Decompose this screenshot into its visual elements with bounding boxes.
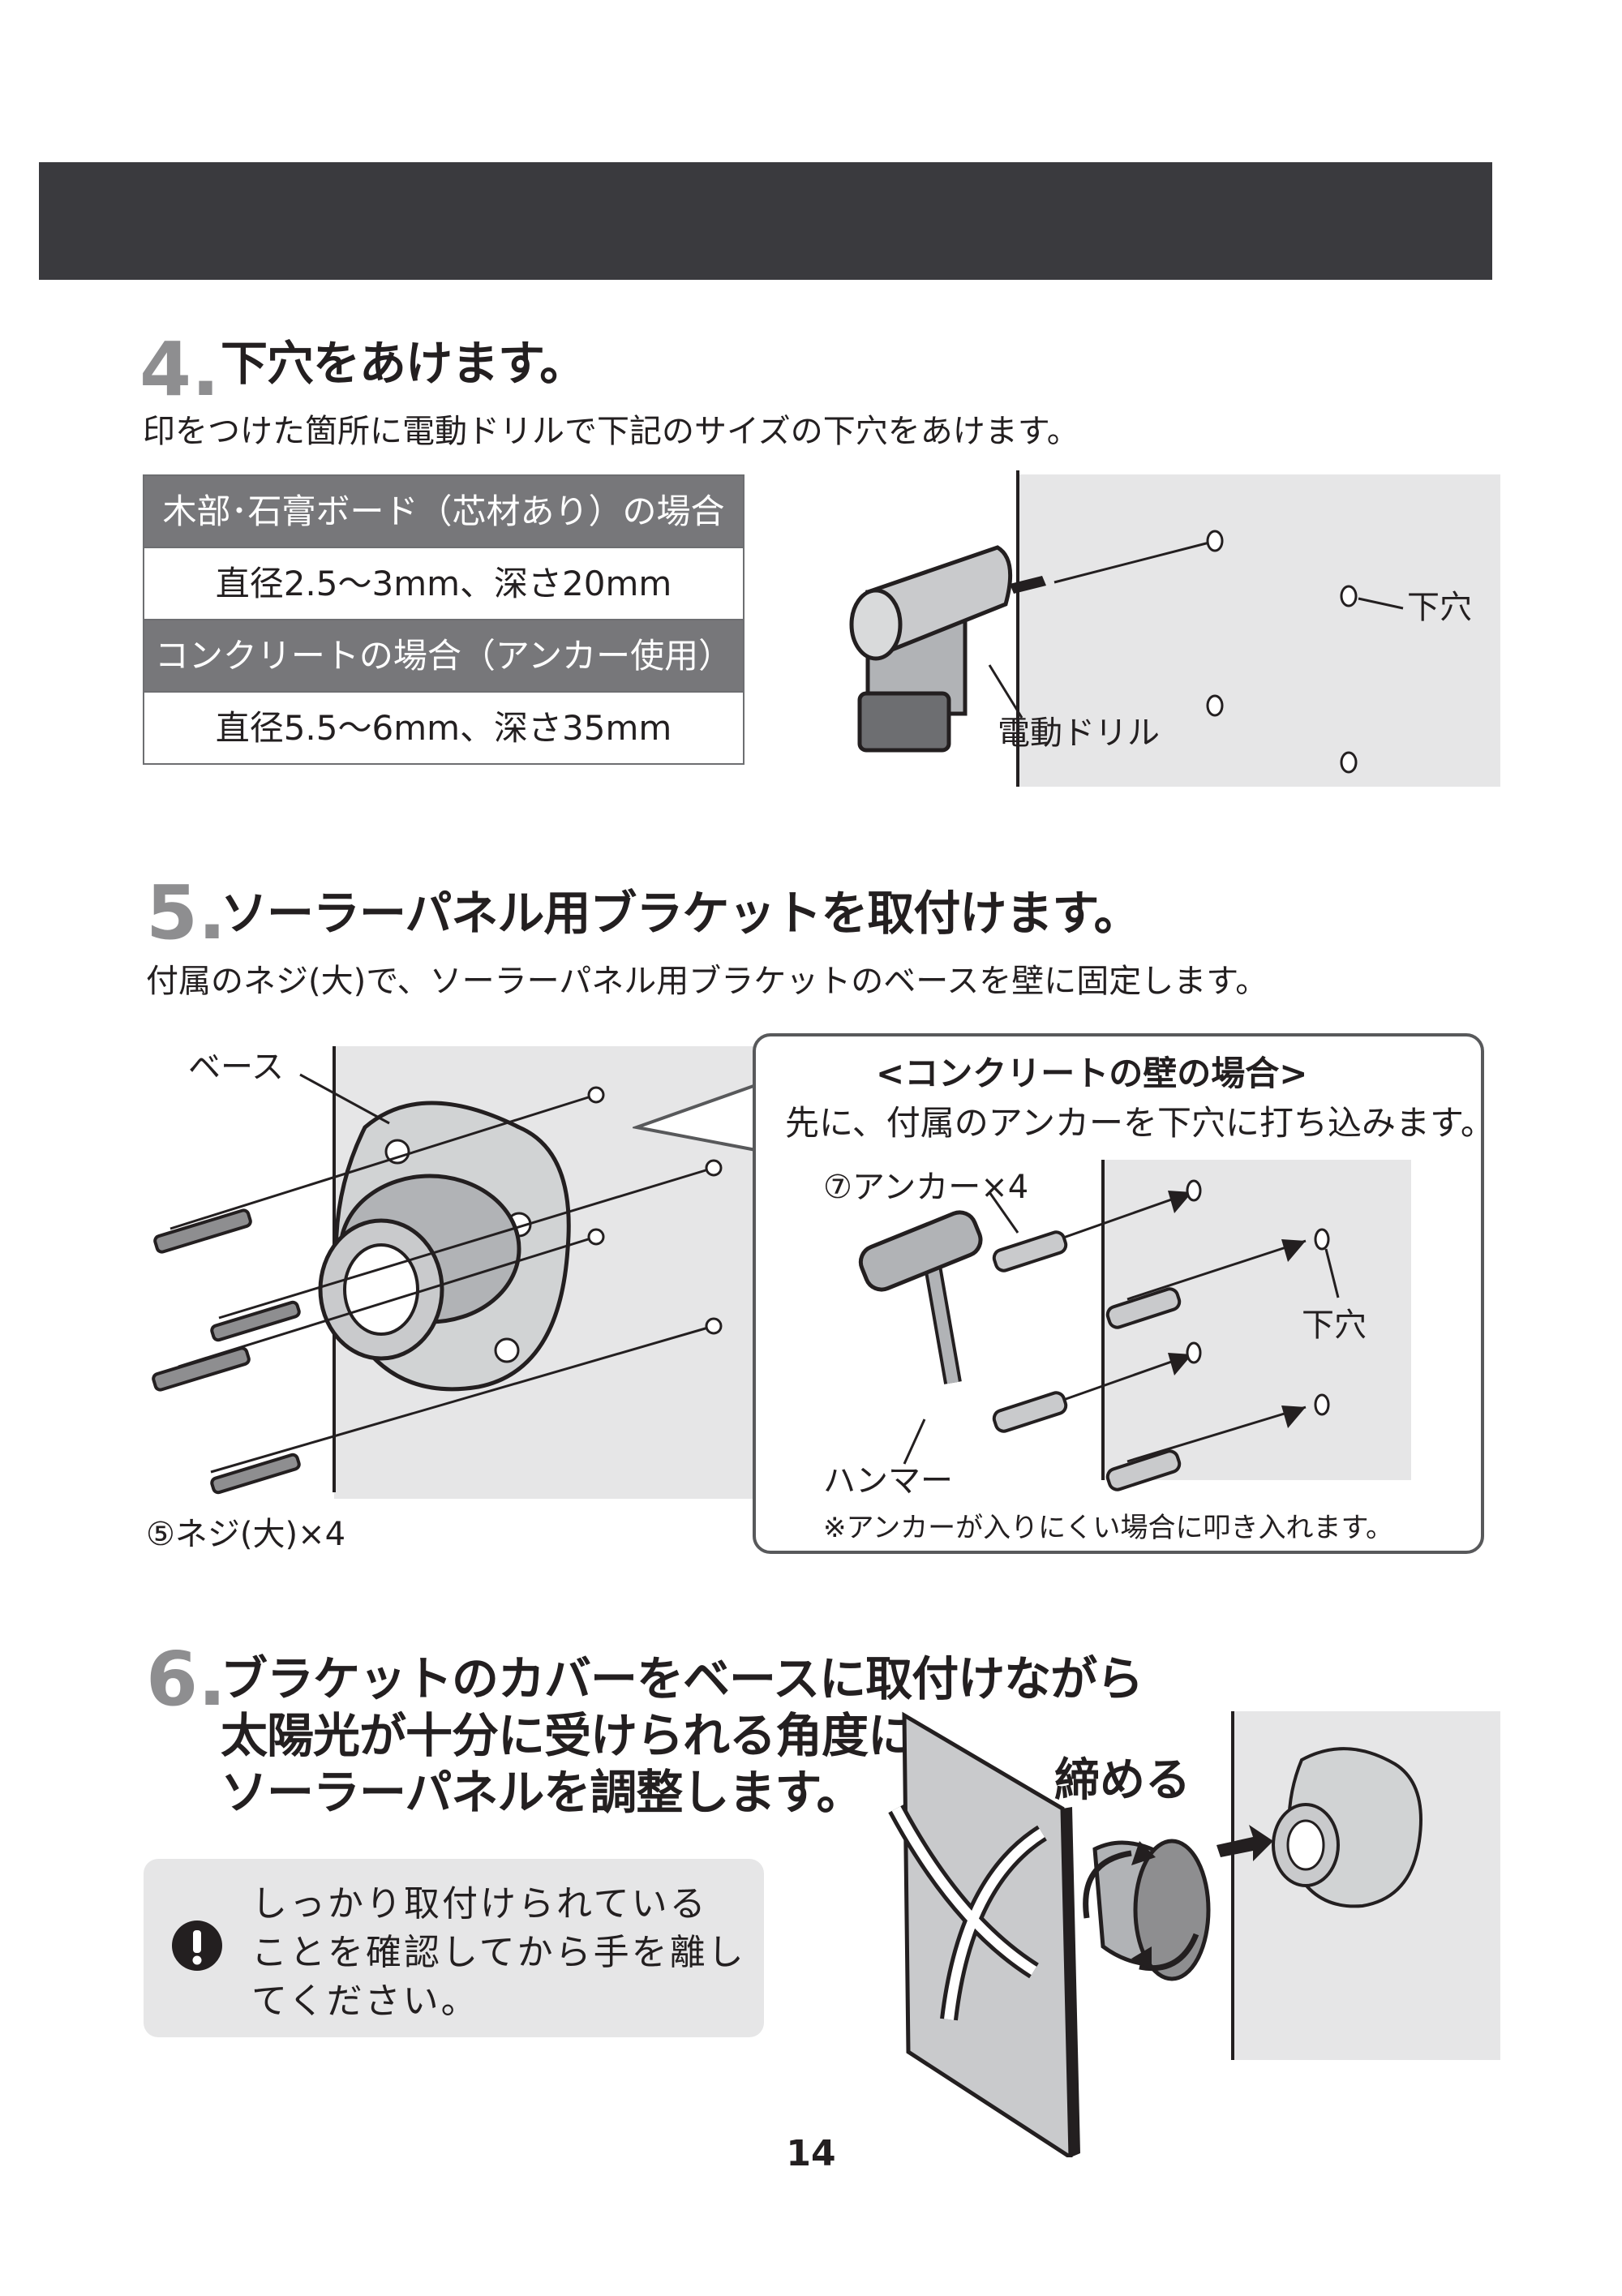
table-header-concrete: コンクリートの場合（アンカー使用） — [144, 620, 743, 693]
header-bar — [39, 162, 1492, 280]
label-hammer: ハンマー — [823, 1462, 953, 1500]
step6-title-line3: ソーラーパネルを調整します。 — [221, 1765, 864, 1820]
drill-illustration — [849, 470, 1500, 787]
step4-title: 下穴をあけます。 — [221, 336, 586, 391]
note-line-2: ことを確認してから手を離し — [251, 1932, 746, 1973]
panel-adjust-illustration — [888, 1711, 1500, 2157]
note-line-1: しっかり取付けられている — [251, 1883, 708, 1925]
step5-number: 5. — [146, 869, 226, 956]
note-line-3: てください。 — [251, 1981, 479, 2022]
table-value-wood: 直径2.5～3mm、深さ20mm — [144, 548, 743, 620]
anchor-hammer-illustration — [858, 1160, 1411, 1491]
caution-note-text: しっかり取付けられている ことを確認してから手を離し てください。 — [251, 1880, 746, 2026]
step6-title-line1: ブラケットのカバーをベースに取付けながら — [221, 1651, 1144, 1706]
table-value-concrete: 直径5.5～6mm、深さ35mm — [215, 708, 672, 748]
caution-note-box — [144, 1859, 764, 2037]
label-drill: 電動ドリル — [998, 715, 1160, 752]
step4-description: 印をつけた箇所に電動ドリルで下記のサイズの下穴をあけます。 — [143, 413, 1079, 450]
label-base: ベース — [188, 1049, 284, 1086]
callout-pointer — [633, 1084, 757, 1152]
exclamation-icon — [172, 1920, 222, 1971]
drill-size-table: 木部･石膏ボード（芯材あり）の場合 直径2.5～3mm、深さ20mm コンクリー… — [143, 474, 744, 765]
step6-number: 6. — [146, 1636, 226, 1723]
callout-title: <コンクリートの壁の場合> — [876, 1054, 1308, 1093]
table-header-wood: 木部･石膏ボード（芯材あり）の場合 — [144, 476, 743, 548]
step6-title-line2: 太陽光が十分に受けられる角度に — [221, 1708, 915, 1763]
step5-title: ソーラーパネル用ブラケットを取付けます。 — [221, 886, 1141, 941]
step5-description: 付属のネジ(大)で、ソーラーパネル用ブラケットのベースを壁に固定します。 — [146, 963, 1268, 1000]
label-hole-callout: 下穴 — [1302, 1307, 1367, 1344]
step4-number: 4. — [139, 326, 220, 413]
callout-note: ※アンカーが入りにくい場合に叩き入れます。 — [823, 1512, 1394, 1544]
label-tighten: 締める — [1054, 1754, 1191, 1807]
label-screw: ⑤ネジ(大)×4 — [146, 1516, 346, 1553]
page-number: 14 — [786, 2133, 836, 2174]
label-anchor: ⑦アンカー×4 — [823, 1169, 1029, 1206]
callout-text: 先に、付属のアンカーを下穴に打ち込みます。 — [785, 1103, 1495, 1143]
label-hole-step4: 下穴 — [1407, 589, 1472, 626]
